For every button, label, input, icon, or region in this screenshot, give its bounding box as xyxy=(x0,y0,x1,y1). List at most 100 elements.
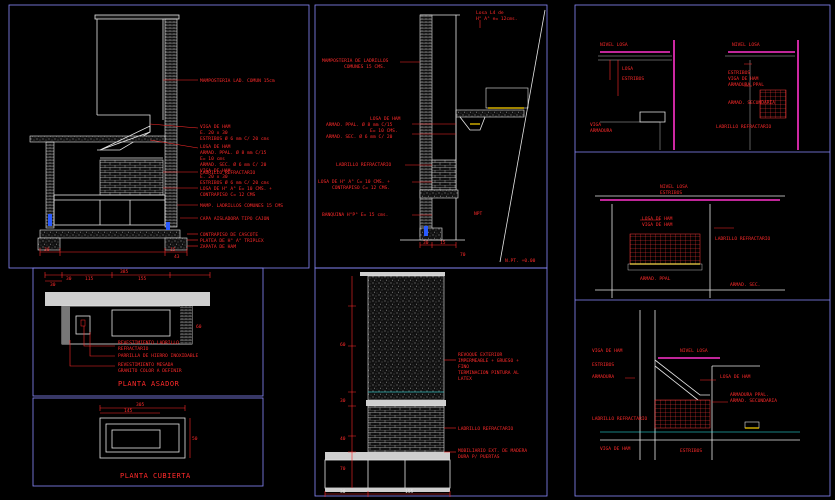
label-low-4: LATEX xyxy=(458,376,472,382)
label-det-m-2: LOSA DE HAM xyxy=(642,216,673,222)
dim-main-1: 30 xyxy=(44,247,50,253)
label-det-b-5: ARMADURA PPAL. xyxy=(730,392,769,398)
plan-cubierta: 305 145 50 PLANTA CUBIERTA xyxy=(99,402,198,480)
dim-mid-1: 30 xyxy=(423,240,429,246)
dim-asador-2: 115 xyxy=(85,276,94,282)
label-det-m-4: LADRILLO REFRACTARIO xyxy=(715,236,771,242)
label-det-tr-3: ARMADURA PPAL xyxy=(728,82,764,88)
dim-main-3: 43 xyxy=(174,254,180,260)
label-main-1: VIGA DE HAM xyxy=(200,124,231,130)
label-det-m-6: ARMAD. SEC. xyxy=(730,282,760,288)
frame-details xyxy=(574,4,831,497)
label-asador-3: REVESTIMIENTO MESADA xyxy=(118,362,174,368)
label-det-m-3: VIGA DE HAM xyxy=(642,222,673,228)
label-low-1: IMPERMEABLE + GRUESO + xyxy=(458,358,519,364)
title-planta-asador: PLANTA ASADOR xyxy=(118,380,180,388)
details-top-left: NIVEL LOSA LOSA ESTRIBOS VIGA ARMADURA xyxy=(590,40,675,150)
frame-plan-asador xyxy=(32,267,264,397)
label-main-11: LADRILLO REFRACTARIO xyxy=(200,170,256,176)
label-det-tl-3: VIGA xyxy=(590,122,601,128)
label-det-b-9: ESTRIBOS xyxy=(680,448,702,454)
details-bottom: NIVEL LOSA VIGA DE HAM ESTRIBOS ARMADURA… xyxy=(592,310,800,460)
label-main-12: LOSA DE H° A° E= 10 CMS. + xyxy=(200,186,272,192)
label-main-8: VIGA DE HAM xyxy=(200,168,231,174)
label-mid-7: ARMAD. SEC. Ø 6 mm C/ 20 xyxy=(326,133,393,140)
dim-asador-5: 60 xyxy=(196,324,202,330)
label-mid-8: LADRILLO REFRACTARIO xyxy=(336,162,392,168)
dim-main-2: 15 xyxy=(170,247,176,253)
label-mid-11: BANQUINA H°P° E= 15 cms. xyxy=(322,212,388,218)
label-main-13: CONTRAPISO C= 12 CMS xyxy=(200,192,256,198)
label-main-15: CAPA AISLADORA TIPO CAJON xyxy=(200,216,269,222)
label-mid-13: N.PT. +0.00 xyxy=(505,258,536,264)
dim-low-5: 70 xyxy=(340,466,346,472)
dim-cubierta-2: 50 xyxy=(192,436,198,442)
label-det-b-0: NIVEL LOSA xyxy=(680,348,708,354)
label-det-tr-0: NIVEL LOSA xyxy=(732,42,760,48)
title-planta-cubierta: PLANTA CUBIERTA xyxy=(120,472,191,480)
label-det-tl-4: ARMADURA xyxy=(590,128,612,134)
label-low-6: MOBILIARIO EXT. DE MADERA xyxy=(458,448,527,454)
label-det-tl-0: NIVEL LOSA xyxy=(600,42,628,48)
label-det-b-7: LADRILLO REFRACTARIO xyxy=(592,416,648,422)
dim-low-1: 155 xyxy=(405,489,414,495)
label-main-16: CONTRAPISO DE CASCOTE xyxy=(200,232,258,238)
label-low-7: DURA P/ PUERTAS xyxy=(458,454,500,460)
label-det-b-4: LOSA DE HAM xyxy=(720,374,751,380)
label-asador-0: REVESTIMIENTO LADRILLO xyxy=(118,340,179,346)
label-asador-4: GRANITO COLOR A DEFINIR xyxy=(118,368,182,374)
label-main-2: E. 20 x 30 xyxy=(200,130,228,136)
label-det-b-2: ESTRIBOS xyxy=(592,362,614,368)
label-mid-1: H° A° e= 12cms. xyxy=(476,16,518,22)
label-det-tl-2: ESTRIBOS xyxy=(622,76,644,82)
label-mid-3: COMUNES 15 CMS. xyxy=(344,64,386,70)
dim-asador-1: 30 xyxy=(66,276,72,282)
label-det-m-1: ESTRIBOS xyxy=(660,190,682,196)
label-det-b-6: ARMAD. SECUNDARIA xyxy=(730,398,777,404)
label-mid-9: LOSA DE H° A° C= 10 CMS. + xyxy=(318,179,390,185)
label-low-5: LADRILLO REFRACTARIO xyxy=(458,426,514,432)
dim-asador-0: 385 xyxy=(120,269,129,275)
details-top-right: NIVEL LOSA ESTRIBOS VIGA DE HAM ARMADURA… xyxy=(716,40,799,150)
dim-mid-3: 70 xyxy=(460,252,466,258)
label-det-m-5: ARMAD. PPAL xyxy=(640,276,671,282)
label-det-b-1: VIGA DE HAM xyxy=(592,348,623,354)
label-det-b-8: VIGA DE HAM xyxy=(600,446,631,452)
label-det-tr-4: ARMAD. SECUNDARIA xyxy=(728,100,775,106)
label-mid-10: CONTRAPISO C= 12 CMS. xyxy=(332,185,390,191)
label-main-4: LOSA DE HAM xyxy=(200,144,231,150)
label-det-tr-1: ESTRIBOS xyxy=(728,70,750,76)
label-low-3: TERMINACION PINTURA AL xyxy=(458,370,519,376)
label-main-17: PLATEA DE H° A° TRIPLEX xyxy=(200,238,264,244)
dim-cubierta-1: 145 xyxy=(124,408,133,414)
label-asador-1: REFRACTARIO xyxy=(118,346,149,352)
label-det-b-3: ARMADURA xyxy=(592,374,614,380)
label-low-0: REVOQUE EXTERIOR xyxy=(458,352,502,358)
dim-low-2: 60 xyxy=(340,342,346,348)
label-low-2: FINO xyxy=(458,364,469,370)
label-main-10: ESTRIBOS Ø 6 mm C/ 20 cms xyxy=(200,179,269,186)
label-mid-6: E= 10 CMS. xyxy=(370,128,398,134)
dim-asador-4: 30 xyxy=(50,282,56,288)
label-main-6: E= 10 cms xyxy=(200,156,225,162)
label-mid-2: MAMPOSTERIA DE LADRILLOS xyxy=(322,58,389,64)
frame-section-low xyxy=(314,267,548,497)
label-main-18: ZAPATA DE HAM xyxy=(200,244,236,250)
label-det-tl-1: LOSA xyxy=(622,66,633,72)
label-mid-4: LOSA DE HAM xyxy=(370,116,401,122)
label-main-5: ARMAD. PPAL. Ø 8 mm C/15 xyxy=(200,149,267,156)
section-main: 30 15 43 MAMPOSTERIA LAD. COMUN 15cm VIG… xyxy=(29,14,283,260)
label-main-3: ESTRIBOS Ø 6 mm C/ 20 cms xyxy=(200,135,269,142)
label-main-14: MAMP. LADRILLOS COMUNES 15 CMS xyxy=(200,203,283,209)
dim-mid-2: 15 xyxy=(440,240,446,246)
details-middle: NIVEL LOSA ESTRIBOS LOSA DE HAM VIGA DE … xyxy=(595,184,785,298)
label-asador-2: PARRILLA DE HIERRO INOXIDABLE xyxy=(118,353,198,359)
frame-plan-cubierta xyxy=(32,397,264,487)
dim-low-4: 40 xyxy=(340,436,346,442)
label-det-m-0: NIVEL LOSA xyxy=(660,184,688,190)
dim-low-3: 30 xyxy=(340,398,346,404)
section-low: 60 30 40 70 30 155 REVOQUE EXTERIOR IMPE… xyxy=(324,272,527,497)
dim-cubierta-0: 305 xyxy=(136,402,145,408)
label-main-7: ARMAD. SEC. Ø 6 mm C/ 20 xyxy=(200,161,267,168)
